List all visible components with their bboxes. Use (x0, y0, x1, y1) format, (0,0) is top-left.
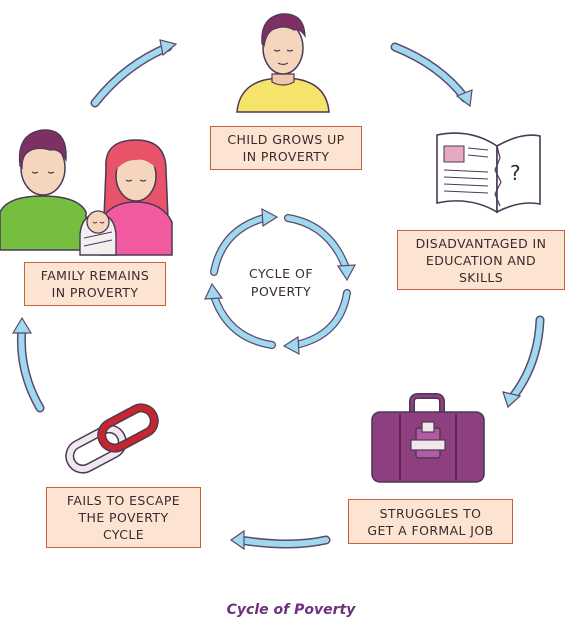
arrow-family-to-child (90, 39, 178, 108)
arrow-education-to-job (502, 315, 545, 409)
inner-arrow-top (284, 214, 357, 282)
stage-job-label: STRUGGLES TO GET A FORMAL JOB (348, 499, 513, 544)
stage-escape-line1: FAILS TO ESCAPE (66, 493, 181, 508)
stage-job-line2: GET A FORMAL JOB (367, 522, 494, 538)
stage-education-line2: EDUCATION AND (425, 252, 537, 268)
stage-education-line3: SKILLS (458, 269, 504, 285)
stage-family-line1: FAMILY REMAINS (40, 268, 150, 283)
cycle-center-line2: POVERTY (250, 284, 312, 299)
stage-child-line2: IN PROVERTY (242, 149, 330, 164)
stage-escape-label: FAILS TO ESCAPE THE POVERTY CYCLE (46, 487, 201, 548)
outer-arrows (11, 39, 545, 551)
stage-escape-line3: CYCLE (102, 527, 145, 542)
book-icon: ? (436, 132, 541, 214)
inner-arrows (204, 207, 357, 356)
stage-child-label: CHILD GROWS UP IN PROVERTY (210, 126, 362, 170)
figure-caption: Cycle of Poverty (226, 602, 356, 618)
chain-icon (65, 403, 159, 474)
inner-arrow-right (282, 289, 351, 356)
stage-education-line1: DISADVANTAGED IN (415, 235, 547, 251)
mother-figure (99, 139, 173, 256)
cycle-center-line1: CYCLE OF (248, 266, 314, 281)
stage-job-line1: STRUGGLES TO (379, 505, 482, 521)
arrow-job-to-escape (229, 529, 331, 551)
stage-family-line2: IN PROVERTY (51, 285, 139, 300)
arrow-escape-to-family (11, 316, 45, 413)
stage-escape-line2: THE POVERTY (78, 510, 169, 525)
stage-education-label: DISADVANTAGED IN EDUCATION AND SKILLS (397, 230, 565, 290)
arrow-child-to-education (390, 42, 473, 108)
book-question-mark: ? (510, 161, 521, 185)
father-figure (0, 129, 87, 251)
inner-arrow-left (210, 207, 279, 276)
baby-figure (79, 210, 117, 256)
stage-child-line1: CHILD GROWS UP (227, 132, 345, 147)
stage-family-label: FAMILY REMAINS IN PROVERTY (24, 262, 166, 306)
family-icon (0, 129, 173, 256)
briefcase-icon (371, 393, 485, 483)
child-icon (236, 13, 330, 113)
cycle-center-label: CYCLE OF POVERTY (226, 265, 336, 301)
inner-arrow-bottom (204, 282, 276, 349)
